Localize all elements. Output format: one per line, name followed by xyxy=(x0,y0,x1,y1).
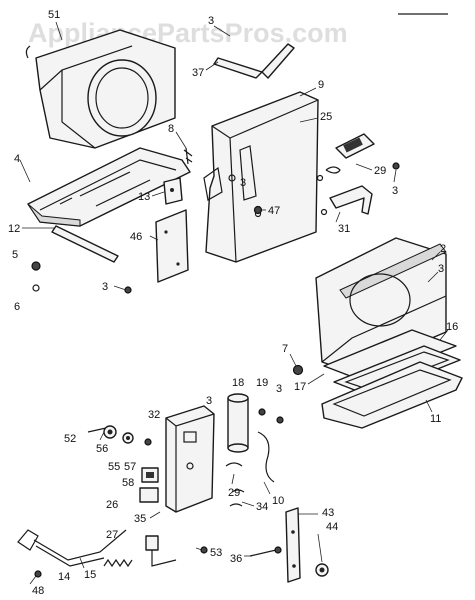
callout-29-upper: 29 xyxy=(374,165,386,177)
callout-34: 34 xyxy=(256,501,268,513)
callout-labels: 51 3 37 9 25 8 4 13 29 3 3 12 47 31 5 46… xyxy=(8,9,458,597)
shroud-clip xyxy=(25,45,31,59)
callout-48: 48 xyxy=(32,585,44,597)
callout-19: 19 xyxy=(256,377,268,389)
grommet-part[interactable] xyxy=(315,563,329,577)
callout-3-upper-right: 3 xyxy=(392,185,398,197)
mounting-bracket-part[interactable] xyxy=(285,507,301,583)
callout-31: 31 xyxy=(338,223,350,235)
callout-2: 2 xyxy=(440,243,446,255)
screw-5[interactable] xyxy=(31,261,41,271)
callout-14: 14 xyxy=(58,571,70,583)
callout-51: 51 xyxy=(48,9,60,21)
callout-16: 16 xyxy=(446,321,458,333)
screw-3-lower-b[interactable] xyxy=(276,416,284,424)
callout-12: 12 xyxy=(8,223,20,235)
callout-26: 26 xyxy=(106,499,118,511)
rotary-switch-part[interactable] xyxy=(139,487,159,503)
callout-3-right: 3 xyxy=(438,263,444,275)
callout-55: 55 xyxy=(108,461,120,473)
capacitor-part[interactable] xyxy=(227,393,249,453)
callout-13: 13 xyxy=(138,191,150,203)
switch-plate-part[interactable] xyxy=(335,133,375,159)
callout-10: 10 xyxy=(272,495,284,507)
control-partition-part[interactable] xyxy=(203,91,319,263)
callout-32: 32 xyxy=(148,409,160,421)
callout-3-mid-b: 3 xyxy=(276,383,282,395)
harness-clip-part[interactable] xyxy=(257,431,275,483)
callout-35: 35 xyxy=(134,513,146,525)
control-bracket-part[interactable] xyxy=(165,405,215,513)
screw-19[interactable] xyxy=(258,408,266,416)
small-plate-part[interactable] xyxy=(163,177,183,205)
callout-6: 6 xyxy=(14,301,20,313)
callout-9: 9 xyxy=(318,79,324,91)
callout-15: 15 xyxy=(84,569,96,581)
power-cord-part[interactable] xyxy=(17,529,127,567)
callout-5: 5 xyxy=(12,249,18,261)
callout-37: 37 xyxy=(192,67,204,79)
drain-pan-part[interactable] xyxy=(321,361,463,429)
rod-part[interactable] xyxy=(51,225,119,263)
callout-4: 4 xyxy=(14,153,20,165)
callout-52: 52 xyxy=(64,433,76,445)
callout-44: 44 xyxy=(326,521,338,533)
callout-29-lower: 29 xyxy=(228,487,240,499)
callout-56: 56 xyxy=(96,443,108,455)
callout-53: 53 xyxy=(210,547,222,559)
nut-part[interactable] xyxy=(292,364,304,376)
callout-43: 43 xyxy=(322,507,334,519)
callout-11: 11 xyxy=(430,413,441,425)
leader-lines xyxy=(19,21,449,585)
callout-27: 27 xyxy=(106,529,118,541)
small-bar-part[interactable] xyxy=(183,147,193,165)
screw-3-right-upper[interactable] xyxy=(392,162,400,170)
angle-bracket-part[interactable] xyxy=(320,185,373,216)
callout-3-left: 3 xyxy=(102,281,108,293)
callout-8: 8 xyxy=(168,123,174,135)
callout-3: 3 xyxy=(208,15,214,27)
callout-3-mid-a: 3 xyxy=(206,395,212,407)
bracket-strip-part[interactable] xyxy=(213,43,295,79)
fan-shroud-part[interactable] xyxy=(35,29,176,149)
cover-plate-part[interactable] xyxy=(155,209,189,283)
strain-relief-spring-part[interactable] xyxy=(103,558,133,568)
clip-part-upper[interactable] xyxy=(316,166,341,182)
callout-47: 47 xyxy=(268,205,280,217)
plug-part[interactable] xyxy=(145,535,177,567)
clip-part-lower[interactable] xyxy=(225,462,245,507)
callout-25: 25 xyxy=(320,111,332,123)
callout-58: 58 xyxy=(122,477,134,489)
callout-46: 46 xyxy=(130,231,142,243)
switch-hardware-group[interactable] xyxy=(87,425,159,483)
callout-3-center: 3 xyxy=(240,177,246,189)
callout-7: 7 xyxy=(282,343,288,355)
callout-57: 57 xyxy=(124,461,136,473)
callout-18: 18 xyxy=(232,377,244,389)
screw-36[interactable] xyxy=(249,546,282,557)
base-pan-part[interactable] xyxy=(27,147,191,227)
washer-6[interactable] xyxy=(32,284,40,292)
callout-36: 36 xyxy=(230,553,242,565)
callout-17: 17 xyxy=(294,381,306,393)
watermark-text: AppliancePartsPros.com xyxy=(28,18,348,48)
cord-clamp-part[interactable] xyxy=(34,570,42,578)
